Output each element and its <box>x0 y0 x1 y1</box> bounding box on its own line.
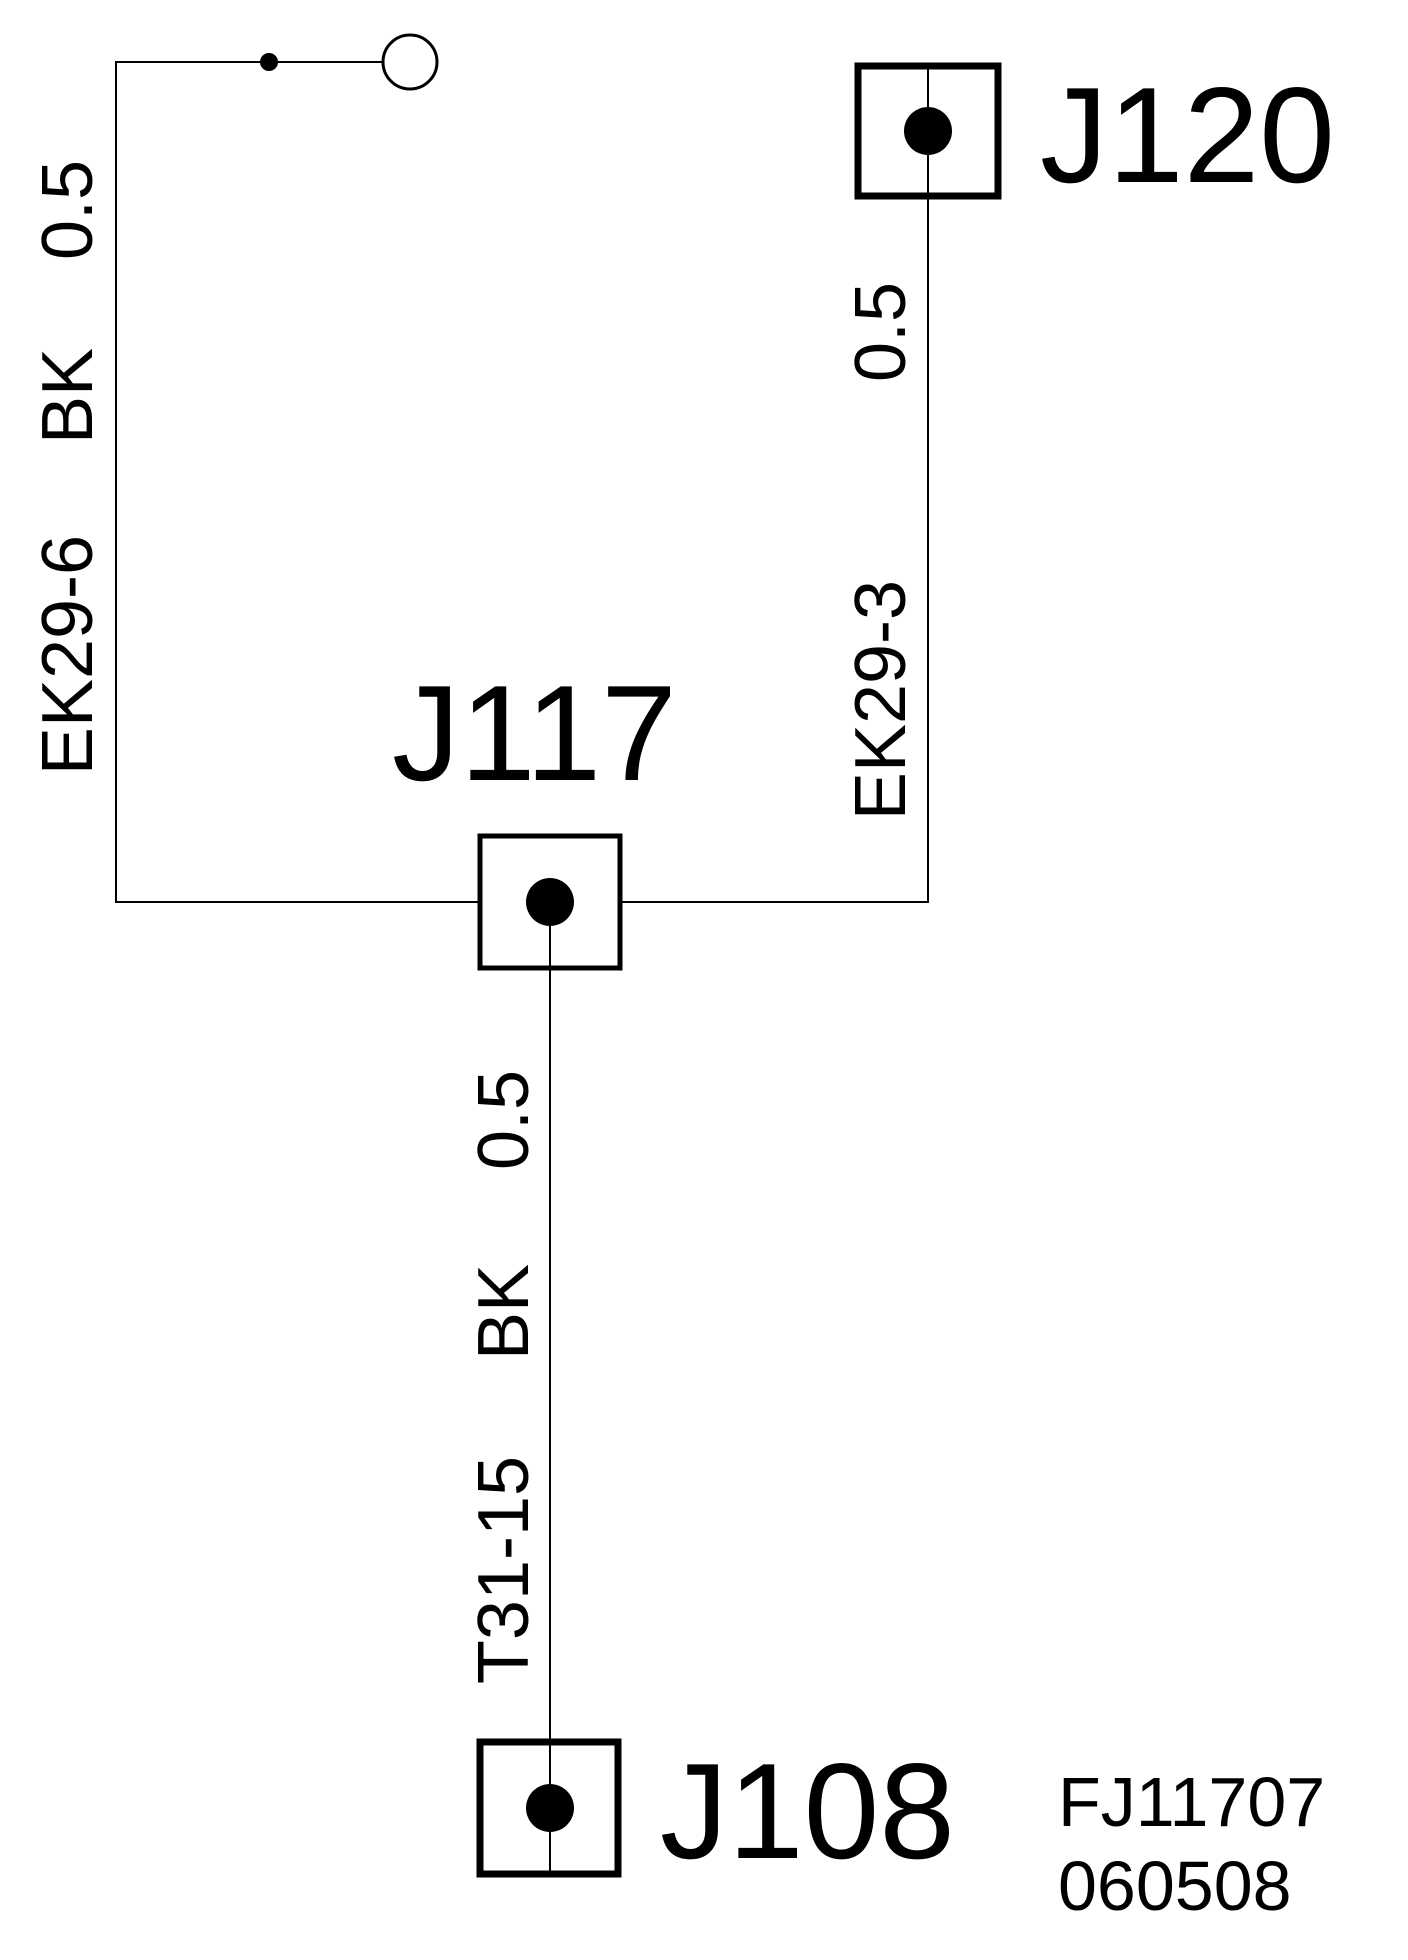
wire-label-ek29-3-circuit: EK29-3 <box>841 580 921 820</box>
junction-label-j120: J120 <box>1040 59 1335 211</box>
wire-label-ek29-6-color: BK <box>28 348 108 444</box>
figure-id-line-2: 060508 <box>1058 1847 1292 1925</box>
wire-label-t31-15-circuit: T31-15 <box>464 1456 544 1684</box>
wire-label-t31-15-color: BK <box>464 1264 544 1360</box>
open-terminal <box>381 33 439 91</box>
junction-label-j108: J108 <box>660 1735 955 1887</box>
wire-ek29-3 <box>620 196 929 903</box>
figure-id-line-1: FJ11707 <box>1058 1763 1325 1841</box>
junction-j108 <box>476 1738 622 1878</box>
wire-label-ek29-6-circuit: EK29-6 <box>28 535 108 775</box>
junction-label-j117: J117 <box>392 657 677 809</box>
wire-label-ek29-3-gauge: 0.5 <box>841 282 921 382</box>
wire-ek29-6 <box>115 61 480 903</box>
wire-splice-dot <box>260 53 278 71</box>
junction-j120 <box>854 62 1002 200</box>
wire-label-ek29-6-gauge: 0.5 <box>28 160 108 260</box>
junction-j117 <box>477 833 623 971</box>
wire-label-t31-15-gauge: 0.5 <box>464 1070 544 1170</box>
